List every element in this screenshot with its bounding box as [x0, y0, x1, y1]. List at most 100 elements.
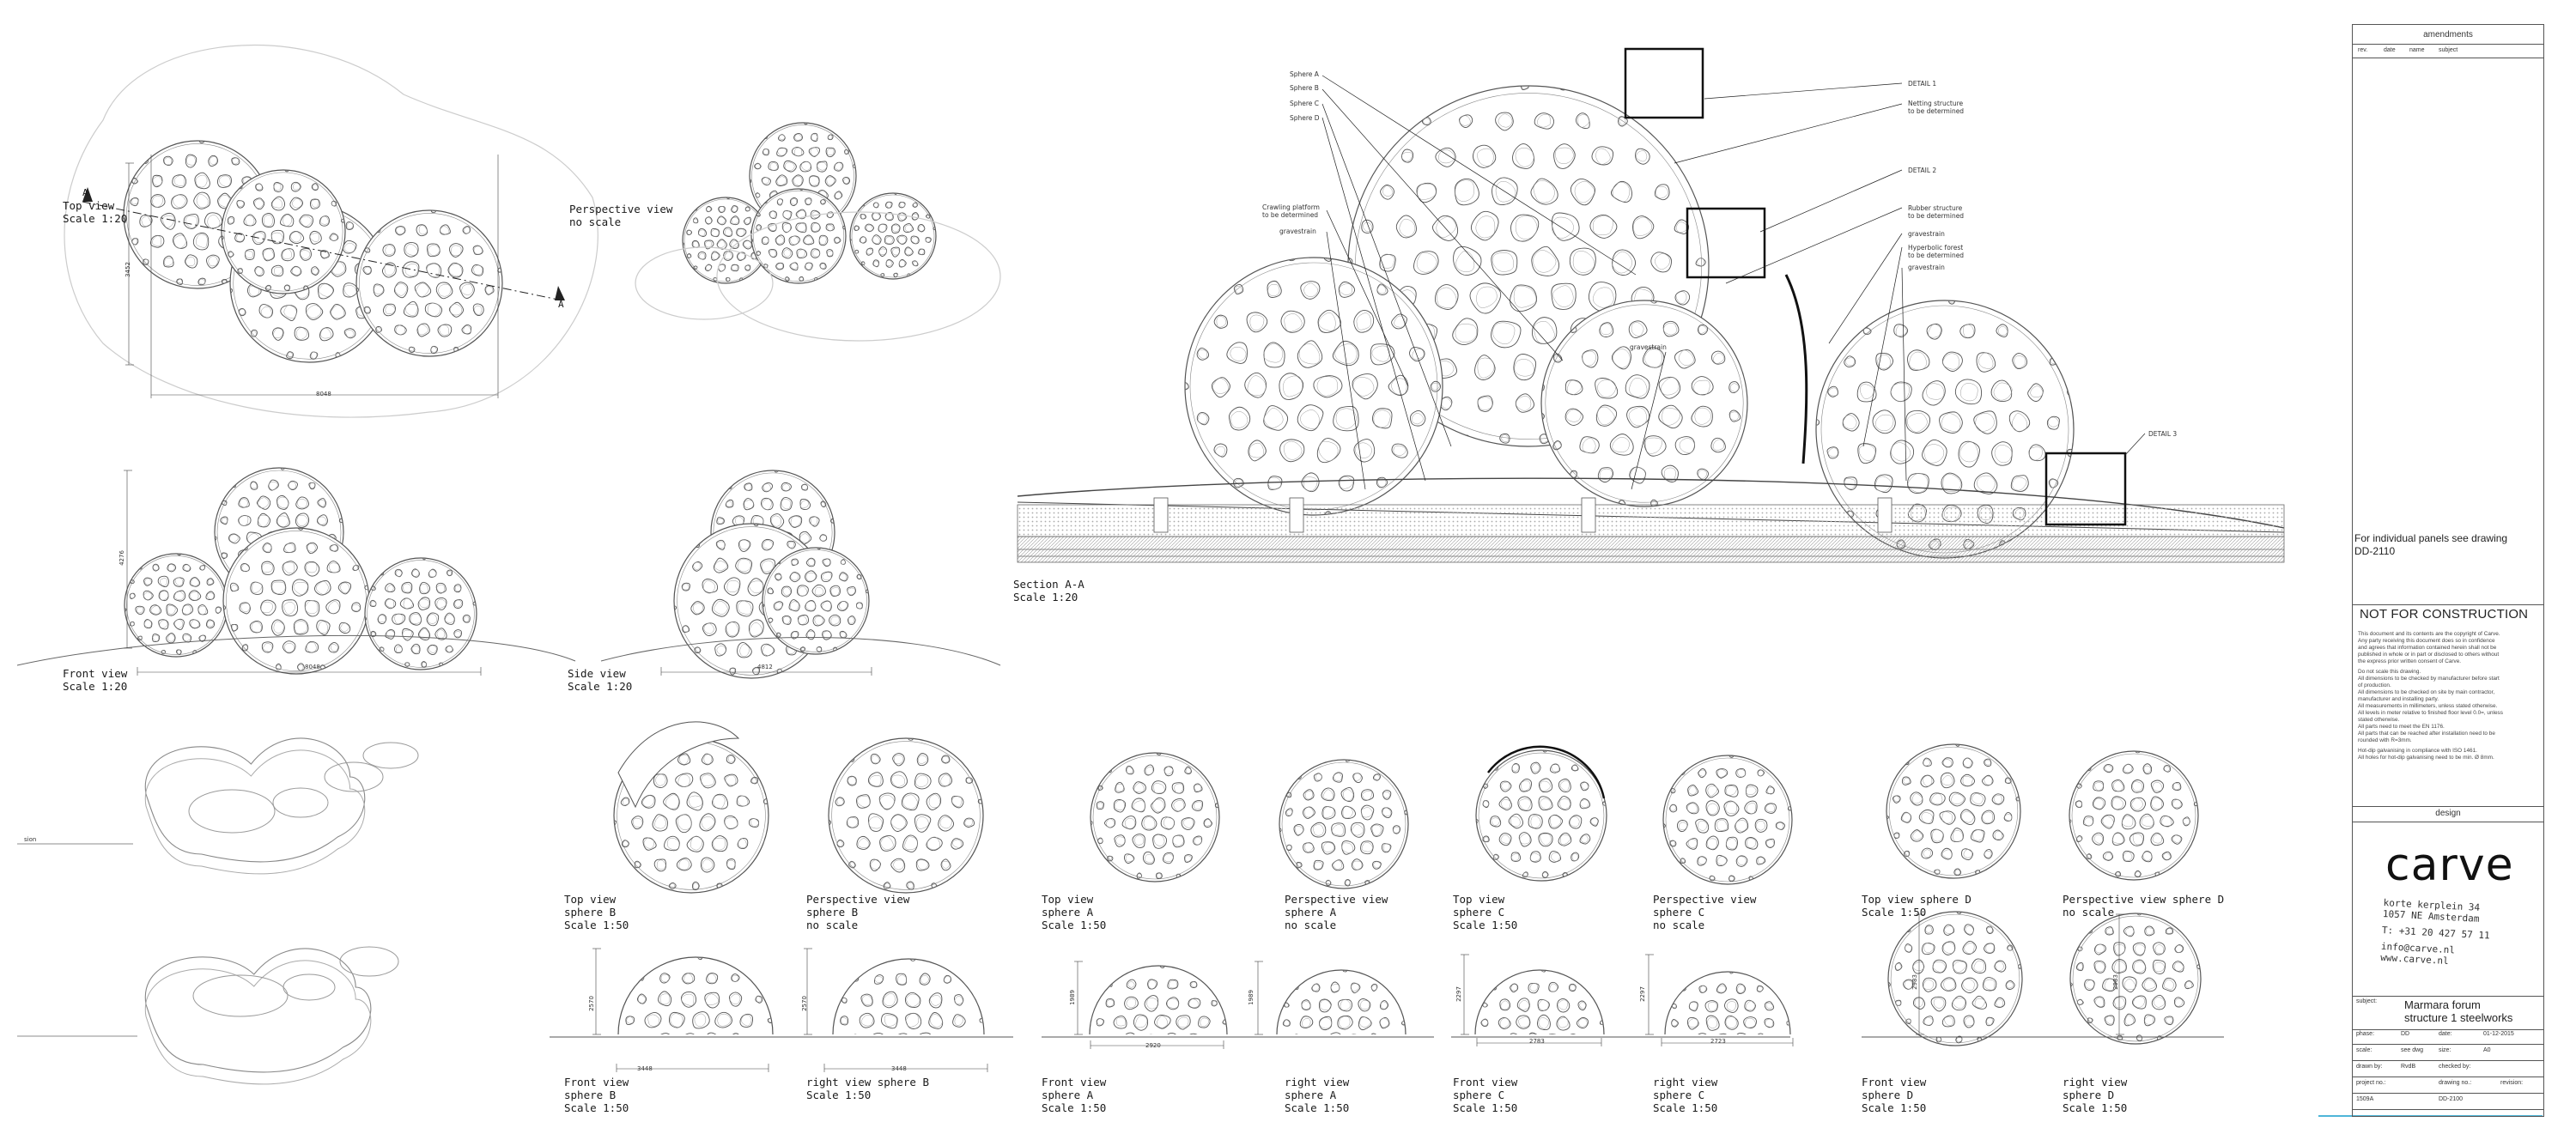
sphere-cell-inner	[159, 591, 169, 601]
sphere-cell-inner	[1553, 441, 1562, 449]
sphere-cell-inner	[432, 210, 436, 213]
sphere-cell	[1530, 761, 1541, 774]
sphere-cell-inner	[405, 244, 418, 256]
sphere-cell-inner	[1459, 115, 1471, 126]
sphere-cell	[827, 134, 834, 141]
sphere-cell-inner	[714, 277, 717, 282]
sphere-cell	[762, 538, 775, 551]
sphere-cell-inner	[636, 1037, 647, 1047]
sphere-cell-inner	[884, 882, 890, 889]
sphere-cell	[1537, 1014, 1551, 1031]
sphere-cell-inner	[1631, 322, 1644, 337]
sphere-cell-inner	[1765, 804, 1775, 812]
sphere-cell	[215, 606, 222, 614]
sphere-cell	[1912, 997, 1926, 1010]
sphere-cell-inner	[1533, 179, 1555, 203]
sphere-cell	[761, 236, 769, 246]
section-mark-a: A	[82, 187, 88, 198]
sphere-cell-inner	[420, 583, 428, 593]
sphere-cell-inner	[1522, 1091, 1527, 1095]
sphere-cell	[402, 261, 420, 278]
sphere-cell	[1962, 757, 1973, 769]
legal-note-line: manufacturer and installing party.	[2358, 696, 2439, 702]
sphere-cell-inner	[2116, 871, 2121, 876]
sphere-cell	[183, 213, 199, 229]
sphere-cell	[1561, 1091, 1565, 1095]
sphere-cell-inner	[926, 215, 930, 219]
sphere-cell-inner	[1247, 375, 1267, 397]
sphere-cell-inner	[161, 650, 166, 654]
sphere-cell	[291, 579, 309, 597]
sphere-cell	[416, 224, 428, 237]
sphere-cell	[704, 264, 713, 271]
sphere-cell-inner	[1329, 1034, 1340, 1046]
sphere-cell-inner	[790, 601, 799, 611]
sphere-cell-inner	[1139, 1095, 1144, 1099]
sphere-cell	[1569, 815, 1583, 829]
sphere-cell-inner	[263, 643, 273, 652]
sphere-cell	[1948, 791, 1965, 807]
sphere-cell-inner	[931, 1057, 941, 1068]
sphere-cell-inner	[1540, 780, 1551, 791]
sphere-cell-inner	[1895, 1000, 1901, 1006]
sphere-cell	[1894, 961, 1903, 971]
sphere-cell-inner	[1600, 323, 1613, 335]
sphere-cell	[1705, 1015, 1720, 1031]
sphere-cell	[1589, 214, 1618, 239]
sphere-cell-inner	[173, 194, 186, 208]
sphere-cell-inner	[1144, 853, 1154, 864]
sphere-cell	[767, 587, 774, 595]
sphere-cell	[1994, 997, 2006, 1008]
sphere-cell-inner	[2104, 978, 2115, 992]
sphere-cell-inner	[2111, 797, 2124, 810]
sphere-cell	[938, 773, 952, 787]
sphere-cells	[356, 210, 502, 354]
sphere-cell	[884, 235, 895, 245]
sphere-cell	[1338, 998, 1352, 1012]
sphere-cell	[679, 1033, 697, 1034]
sphere-cells	[222, 170, 345, 292]
sphere-cells	[829, 738, 983, 890]
sphere-cell-inner	[860, 214, 866, 220]
sphere-c-perspective	[750, 188, 847, 284]
sphere-cell	[1318, 1052, 1332, 1064]
sphere-cell-inner	[422, 662, 427, 667]
sphere-cell	[2132, 942, 2146, 956]
sphere-cell	[1105, 998, 1115, 1008]
sphere-cell-inner	[1717, 985, 1726, 993]
sphere-cell-inner	[907, 882, 914, 889]
sphere-c-top	[355, 209, 503, 357]
sphere-cell-inner	[1495, 180, 1516, 203]
sphere-cell-inner	[2196, 965, 2201, 969]
callout-leader	[1828, 233, 1903, 344]
sphere-cell-inner	[273, 328, 283, 339]
sphere-cell-inner	[860, 1015, 874, 1027]
sphere-cell-inner	[626, 1016, 634, 1024]
sphere-cell-inner	[732, 1080, 739, 1088]
sphere-cell	[718, 205, 726, 214]
sphere-cell-inner	[2136, 1035, 2142, 1041]
sphere-cell-inner	[1153, 834, 1165, 846]
sphere-cell-inner	[918, 225, 925, 232]
sphere-cell-inner	[1977, 475, 1996, 493]
sphere-cell	[1910, 791, 1923, 806]
sphere-cell-inner	[775, 470, 779, 472]
sphere-cell	[437, 324, 453, 337]
sphere-cell-inner	[1912, 961, 1925, 972]
sphere-cell	[1955, 744, 1960, 747]
sphere-cell	[1816, 419, 1820, 426]
sphere-cell	[193, 191, 211, 209]
sphere-cell	[656, 1033, 672, 1034]
sphere-cell-inner	[296, 515, 308, 527]
sphere-cell-inner	[732, 975, 739, 982]
sphere-cell	[1146, 1072, 1157, 1083]
sphere-cell	[736, 252, 746, 261]
sphere-cell	[1734, 1032, 1749, 1034]
sphere-cell-inner	[2173, 783, 2181, 791]
sphere-cell-inner	[726, 197, 730, 199]
sphere-cell	[270, 196, 286, 211]
sphere-cell	[893, 1033, 910, 1034]
sphere-cell-inner	[642, 795, 655, 808]
sphere-cell-inner	[847, 587, 856, 596]
